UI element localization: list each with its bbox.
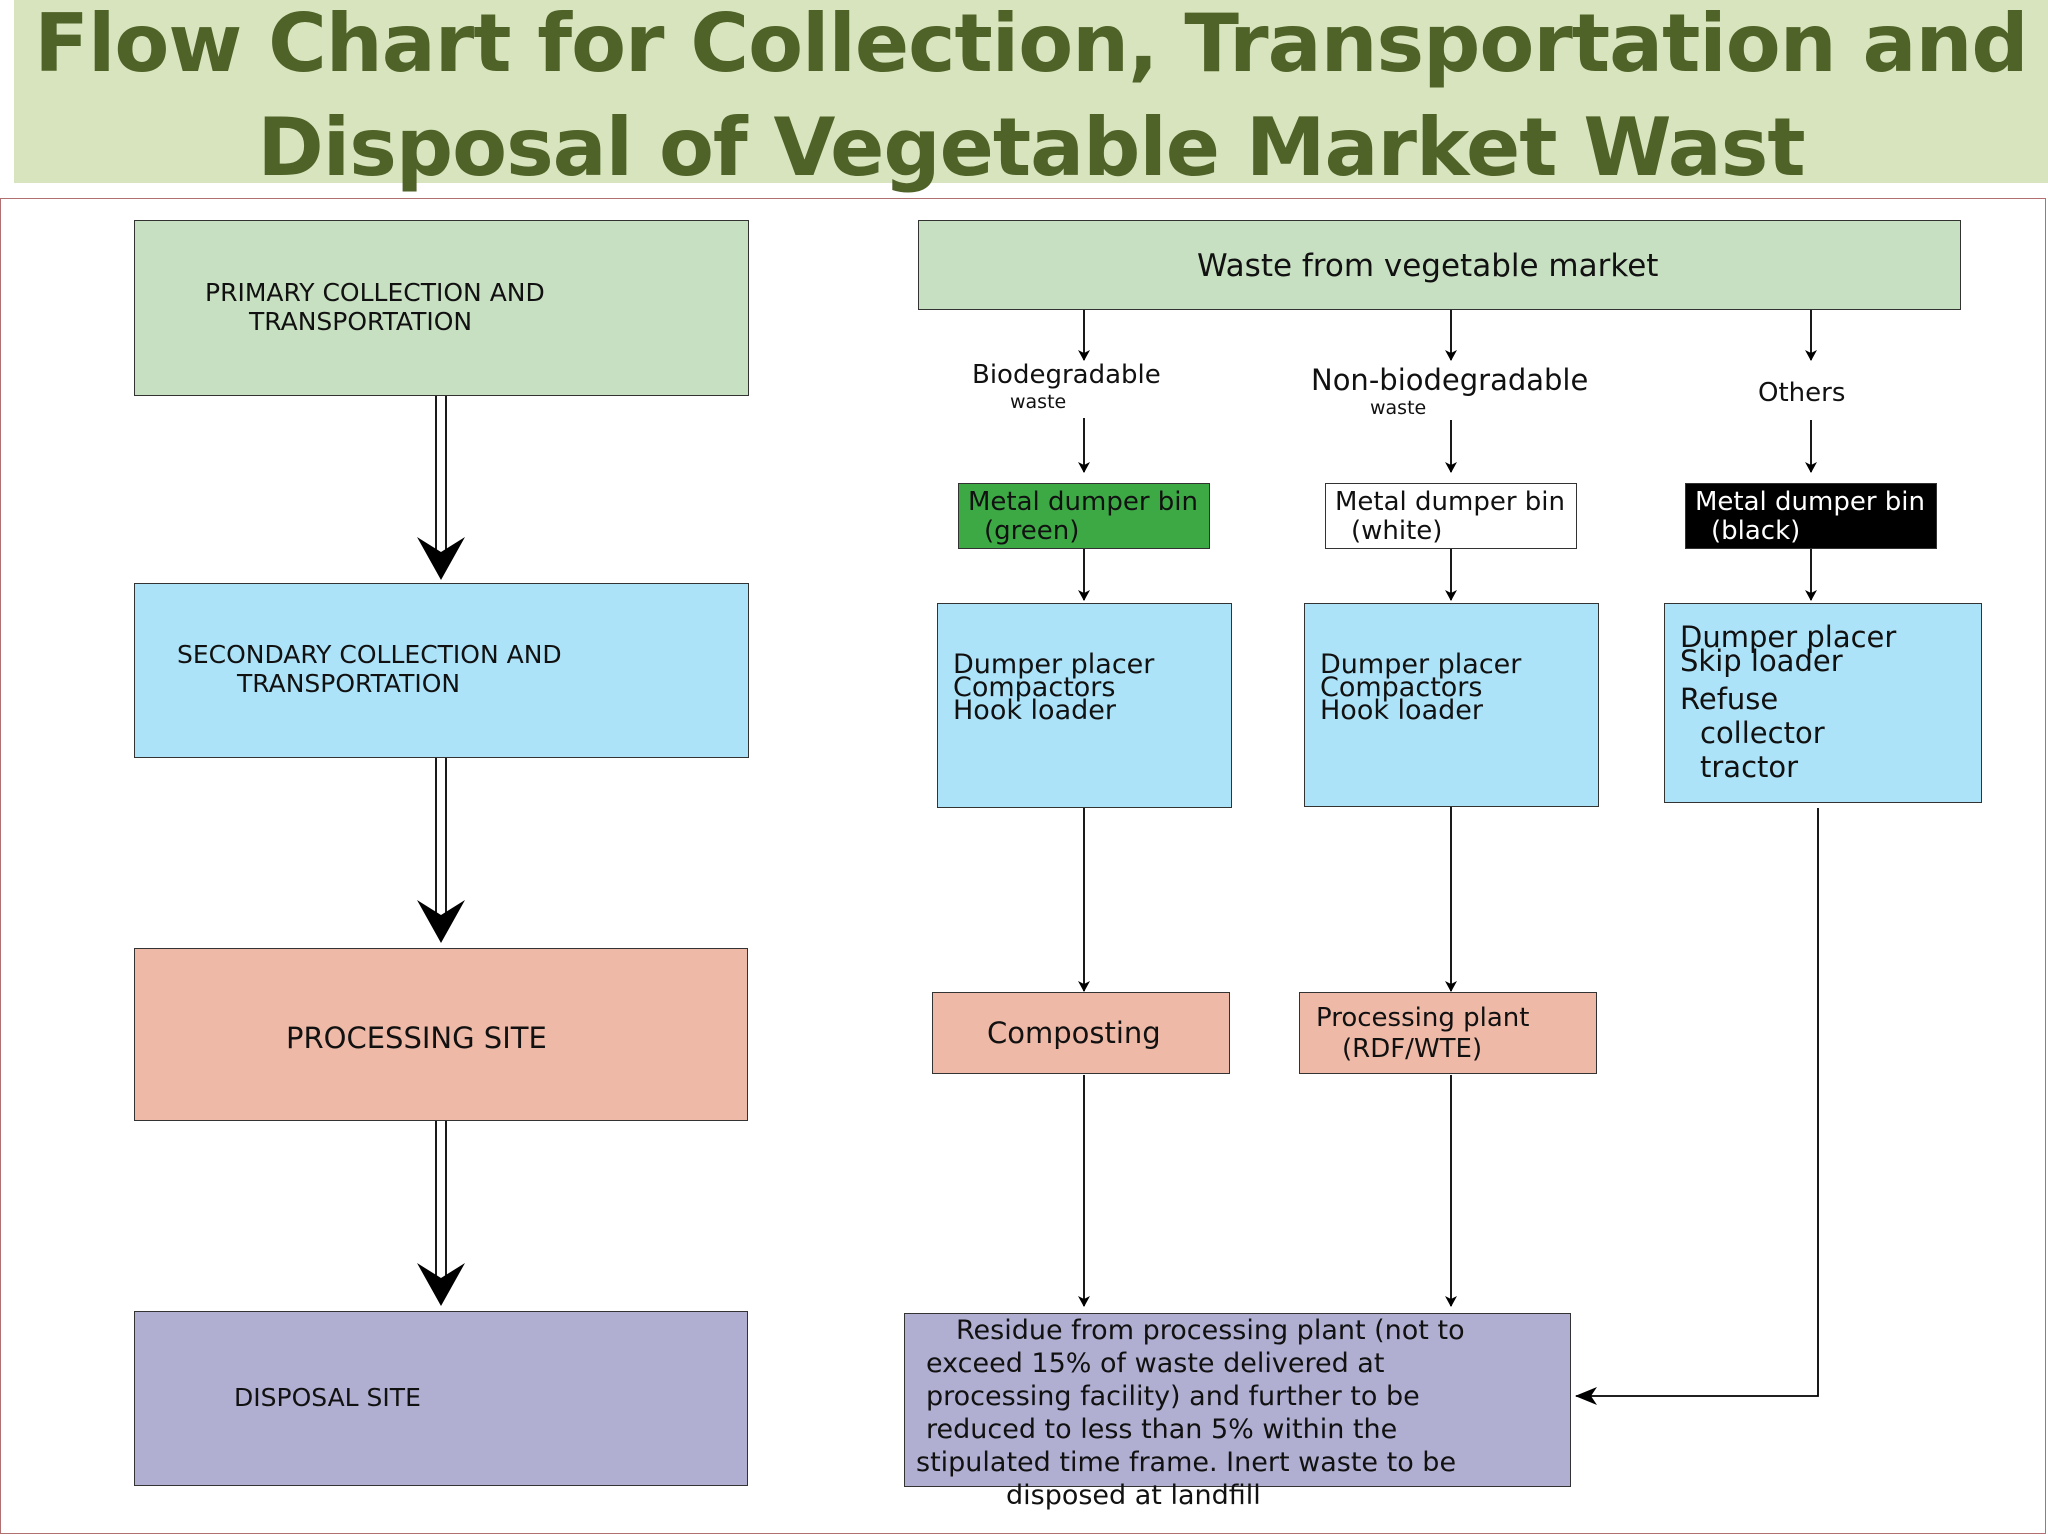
bio-vehicle-2: Compactors (953, 672, 1116, 703)
processing-site-box: PROCESSING SITE (134, 948, 748, 1121)
bio-category-sublabel: waste (1010, 391, 1067, 413)
nonbio-vehicle-2: Compactors (1320, 672, 1483, 703)
title-band: Flow Chart for Collection, Transportatio… (14, 0, 2048, 188)
secondary-label-line-2: TRANSPORTATION (237, 669, 461, 698)
bio-vehicle-3: Hook loader (953, 695, 1116, 726)
white-bin-line-2: (white) (1351, 516, 1443, 546)
black-bin-line-1: Metal dumper bin (1695, 487, 1926, 517)
primary-collection-box: PRIMARY COLLECTION AND TRANSPORTATION (134, 220, 749, 396)
arrow-secondary-to-processing (417, 758, 465, 943)
nonbio-vehicle-3: Hook loader (1320, 695, 1483, 726)
others-vehicle-5: tractor (1700, 750, 1799, 784)
primary-label-line-2: TRANSPORTATION (249, 307, 473, 336)
source-waste-label: Waste from vegetable market (1197, 248, 1659, 284)
diagram-frame (0, 198, 2046, 1534)
disposal-site-box: DISPOSAL SITE (134, 1311, 748, 1486)
black-bin-box: Metal dumper bin (black) (1685, 483, 1937, 549)
secondary-label-line-1: SECONDARY COLLECTION AND (177, 640, 562, 669)
arrow-processing-to-disposal (417, 1121, 465, 1306)
residue-box (904, 1313, 1571, 1487)
residue-line-6: disposed at landfill (1006, 1480, 1261, 1511)
source-waste-box: Waste from vegetable market (918, 220, 1961, 310)
others-vehicles-box: Dumper placer Skip loader Refuse collect… (1664, 603, 1982, 803)
secondary-collection-box: SECONDARY COLLECTION AND TRANSPORTATION (134, 583, 749, 758)
others-category-label: Others (1758, 378, 1846, 408)
residue-line-3: processing facility) and further to be (926, 1381, 1420, 1412)
others-vehicle-4: collector (1700, 716, 1825, 750)
composting-label: Composting (987, 1016, 1161, 1050)
black-bin-line-2: (black) (1711, 516, 1801, 546)
processing-plant-box: Processing plant (RDF/WTE) (1299, 992, 1597, 1074)
nonbio-category-sublabel: waste (1370, 397, 1427, 419)
white-bin-line-1: Metal dumper bin (1335, 487, 1566, 517)
nonbio-category-label: Non-biodegradable (1311, 363, 1589, 397)
green-bin-line-2: (green) (984, 516, 1080, 546)
bio-vehicle-1: Dumper placer (953, 649, 1155, 680)
bio-vehicles-box: Dumper placer Compactors Hook loader (937, 603, 1232, 808)
nonbio-vehicles-box: Dumper placer Compactors Hook loader (1304, 603, 1599, 807)
others-vehicle-2: Skip loader (1680, 644, 1843, 678)
arrows-others-column (1575, 310, 1819, 1405)
white-bin-box: Metal dumper bin (white) (1325, 483, 1577, 549)
nonbio-vehicle-1: Dumper placer (1320, 649, 1522, 680)
residue-line-2: exceed 15% of waste delivered at (926, 1348, 1385, 1379)
others-vehicle-3: Refuse (1680, 682, 1779, 716)
arrow-primary-to-secondary (417, 396, 465, 580)
bio-category-label: Biodegradable (972, 360, 1161, 390)
others-vehicle-1: Dumper placer (1680, 620, 1897, 654)
processing-plant-line-1: Processing plant (1316, 1003, 1530, 1033)
title-line-2: Disposal of Vegetable Market Wast (257, 101, 1805, 194)
residue-line-4: reduced to less than 5% within the (926, 1414, 1398, 1445)
green-bin-box: Metal dumper bin (green) (958, 483, 1210, 549)
composting-box: Composting (932, 992, 1230, 1074)
primary-label-line-1: PRIMARY COLLECTION AND (205, 278, 545, 307)
green-bin-line-1: Metal dumper bin (968, 487, 1199, 517)
title-line-1: Flow Chart for Collection, Transportatio… (34, 0, 2028, 90)
processing-site-label: PROCESSING SITE (286, 1021, 547, 1055)
residue-line-5: stipulated time frame. Inert waste to be (916, 1447, 1457, 1478)
processing-plant-line-2: (RDF/WTE) (1342, 1034, 1483, 1064)
disposal-site-label: DISPOSAL SITE (234, 1383, 421, 1412)
residue-line-1: Residue from processing plant (not to (956, 1315, 1465, 1346)
